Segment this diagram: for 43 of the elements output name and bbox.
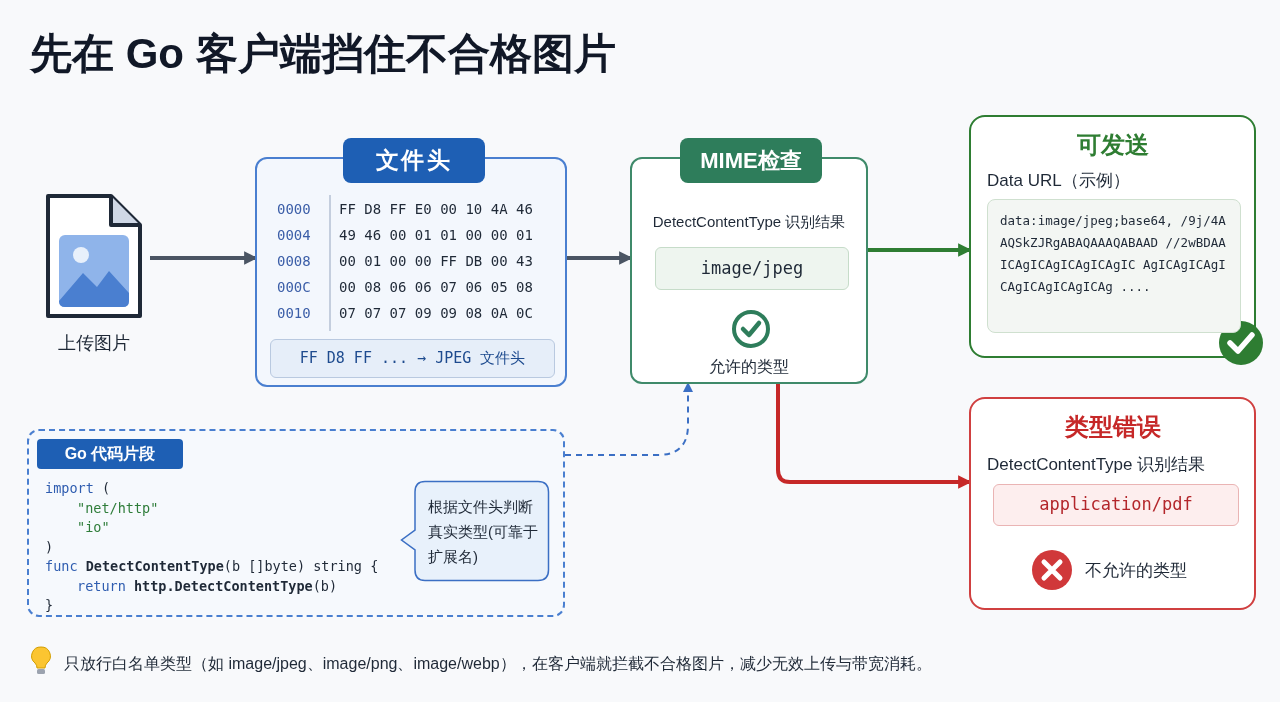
code-line: import ( [45,479,111,498]
status-text: 不允许的类型 [1085,560,1187,582]
result-caption: DetectContentType 识别结果 [651,212,847,232]
hex-bytes: 00 01 00 00 FF DB 00 43 [339,252,533,271]
offset-text: 0010 [277,304,311,323]
result-box [993,484,1239,526]
result-caption: DetectContentType 识别结果 [987,454,1206,476]
data-url-code: data:image/jpeg;base64, /9j/4AAQSkZJRgABAQAAAQABAAD //2wBDAAICAgICAgICAgICAgIC AgICAgICAgICAgICAgICAgICAg .... [1000,212,1227,296]
error-panel [969,397,1256,610]
code-line: func DetectContentType(b []byte) string { [45,557,379,576]
error-heading: 类型错误 [1063,412,1162,442]
success-heading: 可发送 [1075,130,1150,160]
offset-text: 0004 [277,226,311,245]
footer-note: 只放行白名单类型（如 image/jpeg、image/png、image/webp），在客户端就拦截不合格图片，减少无效上传与带宽消耗。 [64,654,932,674]
title: 先在 Go 客户端挡住不合格图片 [30,29,616,79]
callout-text: 根据文件头判断真实类型(可靠于扩展名) [428,497,539,567]
hex-bytes: 00 08 06 06 07 06 05 08 [339,278,533,297]
code-snippet-panel [27,429,565,617]
signature-text: FF D8 FF ... → JPEG 文件头 [298,348,527,370]
mime-value: application/pdf [1038,493,1194,517]
header-tab: 文件头 [343,138,485,183]
code-line: return http.DetectContentType(b) [77,576,338,596]
mime-value: image/jpeg [699,256,805,280]
speech-bubble [400,480,550,582]
signature-box [270,339,555,378]
hex-bytes: FF D8 FF E0 00 10 4A 46 [339,200,533,219]
offset-text: 000C [277,278,311,297]
status-text: 允许的类型 [708,357,790,377]
hex-bytes: 07 07 07 09 09 08 0A 0C [339,304,533,323]
code-line: ) [45,537,54,557]
arrow [564,382,693,456]
result-box [655,247,849,290]
upload-label: 上传图片 [57,332,131,355]
header-tab: MIME检查 [680,138,822,183]
code-line: "io" [77,518,110,537]
data-url-caption: Data URL（示例） [987,170,1130,192]
code-line: "net/http" [77,498,159,518]
code-line: } [45,596,54,615]
header-tab: Go 代码片段 [37,439,183,469]
hex-bytes: 49 46 00 01 01 00 00 01 [339,226,533,245]
offset-text: 0008 [277,252,311,271]
code-box [987,199,1241,333]
offset-text: 0000 [277,200,311,219]
